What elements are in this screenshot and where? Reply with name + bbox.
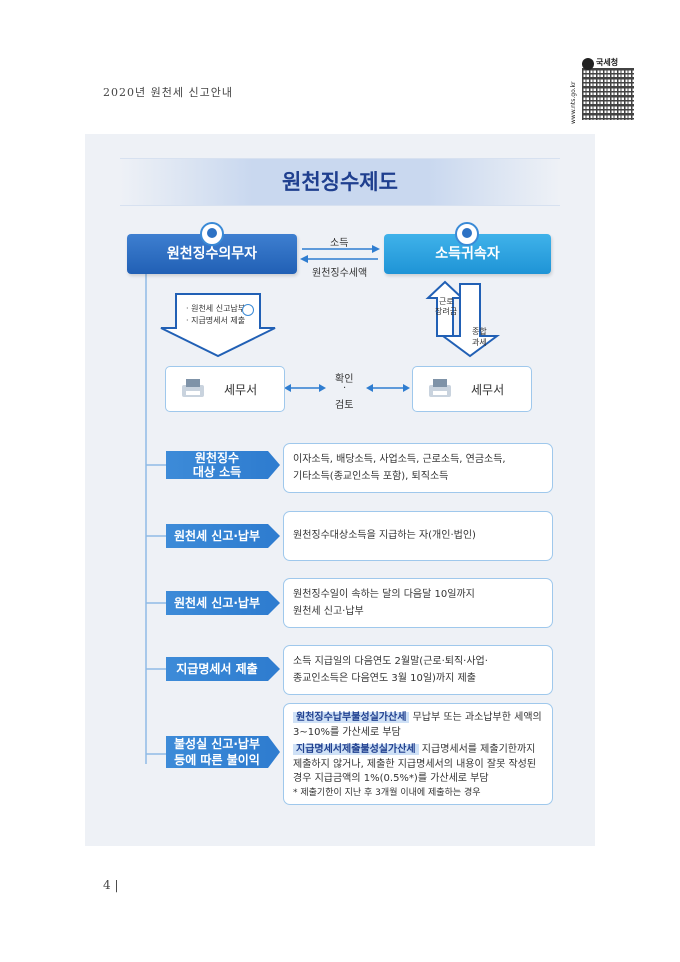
check-label-1: 확인 — [335, 374, 354, 385]
row-label-taxable-income: 원천징수 대상 소득 — [166, 451, 268, 479]
row-text-line: 이자소득, 배당소득, 사업소득, 근로소득, 연금소득, — [293, 454, 506, 465]
wage-label-1: 근로 — [439, 297, 454, 306]
document-header: 2020년 원천세 신고안내 — [103, 86, 233, 99]
agency-name: 국세청 — [596, 58, 619, 67]
title-bar — [120, 158, 560, 206]
row-text-line: 종교인소득은 다음연도 3월 10일)까지 제출 — [293, 673, 476, 684]
row-text-line: 원천징수일이 속하는 달의 다음달 10일까지 — [293, 589, 475, 600]
printer-icon — [182, 379, 204, 397]
check-label-2: 검토 — [335, 400, 354, 411]
comp-down-arrow — [439, 283, 501, 358]
row-box-taxable-income: 이자소득, 배당소득, 사업소득, 근로소득, 연금소득, 기타소득(종교인소득… — [283, 443, 553, 493]
withholding-agent-box: 원천징수의무자 — [127, 234, 297, 274]
wage-up-arrow — [425, 280, 465, 337]
row-box-filer: 원천징수대상소득을 지급하는 자(개인·법인) — [283, 511, 553, 561]
diagram-title: 원천징수제도 — [282, 170, 398, 194]
row-box-statement: 소득 지급일의 다음연도 2월말(근로·퇴직·사업· 종교인소득은 다음연도 3… — [283, 645, 553, 695]
row-label-line: 대상 소득 — [192, 465, 242, 479]
income-recipient-label: 소득귀속자 — [435, 246, 500, 262]
penalty-text: 지급명세서를 제출기한까지 — [421, 744, 536, 755]
row-text-line: 원천세 신고·납부 — [293, 606, 364, 617]
row-text-line: 기타소득(종교인소득 포함), 퇴직소득 — [293, 471, 449, 482]
row-label-line: 원천징수 — [194, 451, 240, 465]
row-box-penalty: 원천징수납부불성실가산세 무납부 또는 과소납부한 세액의 3~10%를 가산세… — [283, 703, 553, 805]
penalty-note: * 제출기한이 지난 후 3개월 이내에 제출하는 경우 — [293, 788, 481, 798]
duty-line-1: · 원천세 신고납부 — [186, 304, 246, 313]
person-badge-icon — [200, 222, 224, 246]
penalty-tag-2: 지급명세서제출불성실가산세 — [293, 744, 419, 755]
income-flow-label: 소득 — [330, 238, 349, 249]
row-text-line: 원천징수대상소득을 지급하는 자(개인·법인) — [293, 530, 476, 541]
tax-flow-label: 원천징수세액 — [312, 268, 368, 279]
tax-office-left: 세무서 — [165, 366, 285, 412]
row-label-line: 등에 따른 불이익 — [174, 753, 260, 767]
penalty-text: 경우 지급금액의 1%(0.5%*)를 가산세로 부담 — [293, 773, 489, 784]
withholding-agent-label: 원천징수의무자 — [166, 246, 258, 262]
penalty-text: 3~10%를 가산세로 부담 — [293, 727, 401, 738]
qr-pattern-icon — [582, 68, 634, 120]
row-label-deadline: 원천세 신고·납부 — [166, 591, 268, 615]
row-label-filer: 원천세 신고·납부 — [166, 524, 268, 548]
penalty-tag-1: 원천징수납부불성실가산세 — [293, 712, 410, 723]
nts-logo-icon — [582, 58, 594, 70]
income-recipient-box: 소득귀속자 — [384, 234, 551, 274]
download-icon — [242, 304, 254, 316]
tax-office-right-label: 세무서 — [471, 383, 505, 397]
row-box-deadline: 원천징수일이 속하는 달의 다음달 10일까지 원천세 신고·납부 — [283, 578, 553, 628]
tax-office-right: 세무서 — [412, 366, 532, 412]
page-number: 4 | — [103, 878, 119, 892]
penalty-text: 제출하지 않거나, 제출한 지급명세서의 내용이 잘못 작성된 — [293, 759, 537, 770]
tax-office-left-label: 세무서 — [224, 383, 258, 397]
printer-icon — [429, 379, 451, 397]
row-label-line: 지급명세서 제출 — [176, 662, 258, 676]
comp-label-1: 종합 — [472, 327, 487, 336]
penalty-text: 무납부 또는 과소납부한 세액의 — [412, 712, 542, 723]
row-label-statement: 지급명세서 제출 — [166, 657, 268, 681]
row-label-line: 원천세 신고·납부 — [173, 529, 261, 543]
row-label-penalty: 불성실 신고·납부 등에 따른 불이익 — [166, 736, 268, 768]
qr-code: www.nts.go.kr 국세청 — [570, 56, 638, 124]
row-label-line: 원천세 신고·납부 — [173, 596, 261, 610]
row-text-line: 소득 지급일의 다음연도 2월말(근로·퇴직·사업· — [293, 656, 488, 667]
duty-line-2: · 지급명세서 제출 — [186, 316, 246, 325]
comp-label-2: 과세 — [472, 338, 487, 347]
wage-label-2: 장려금 — [435, 307, 458, 316]
check-label-dot: · — [343, 383, 347, 394]
row-label-line: 불성실 신고·납부 — [173, 737, 261, 751]
user-badge-icon — [455, 222, 479, 246]
